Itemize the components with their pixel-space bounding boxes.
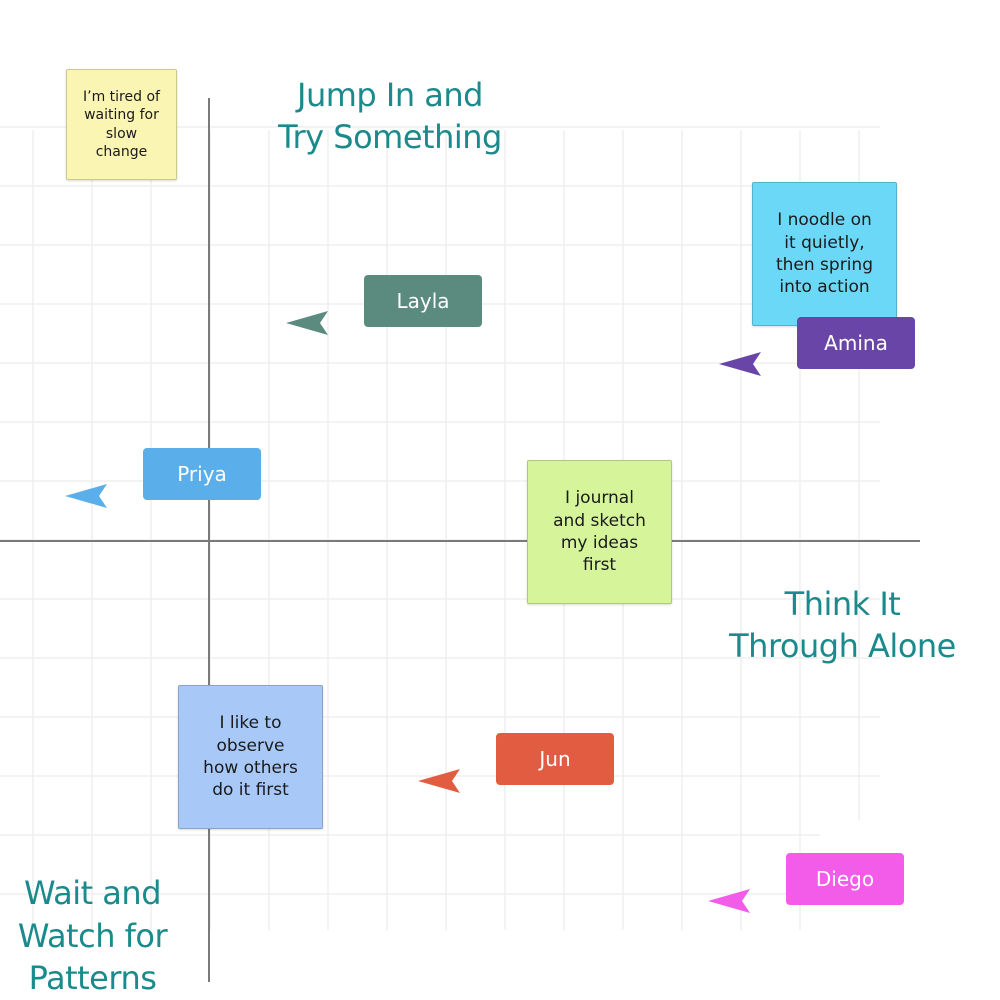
- sticky-note-journal[interactable]: I journal and sketch my ideas first: [527, 460, 672, 604]
- collaborator-tag-jun: Jun: [496, 733, 614, 785]
- quadrant-label-bottom-left: Wait and Watch for Patterns: [17, 874, 168, 998]
- collaborator-tag-layla: Layla: [364, 275, 482, 327]
- sticky-note-observe[interactable]: I like to observe how others do it first: [178, 685, 323, 829]
- sticky-note-noodle[interactable]: I noodle on it quietly, then spring into…: [752, 182, 897, 326]
- collaborator-tag-priya: Priya: [143, 448, 261, 500]
- sticky-note-text: I journal and sketch my ideas first: [553, 488, 646, 576]
- sticky-note-text: I’m tired of waiting for slow change: [83, 88, 160, 160]
- cursor-arrow-icon: [286, 311, 328, 335]
- horizontal-axis: [0, 540, 920, 542]
- quadrant-label-top: Jump In and Try Something: [278, 76, 502, 156]
- collaborator-tag-diego: Diego: [786, 853, 904, 905]
- sticky-note-text: I like to observe how others do it first: [203, 713, 298, 801]
- quadrant-label-right: Think It Through Alone: [729, 585, 956, 665]
- sticky-note-text: I noodle on it quietly, then spring into…: [775, 210, 873, 298]
- cursor-arrow-icon: [65, 484, 107, 508]
- sticky-note-tired[interactable]: I’m tired of waiting for slow change: [66, 69, 177, 180]
- cursor-arrow-icon: [708, 889, 750, 913]
- collaborator-tag-amina: Amina: [797, 317, 915, 369]
- cursor-arrow-icon: [418, 769, 460, 793]
- cursor-arrow-icon: [719, 352, 761, 376]
